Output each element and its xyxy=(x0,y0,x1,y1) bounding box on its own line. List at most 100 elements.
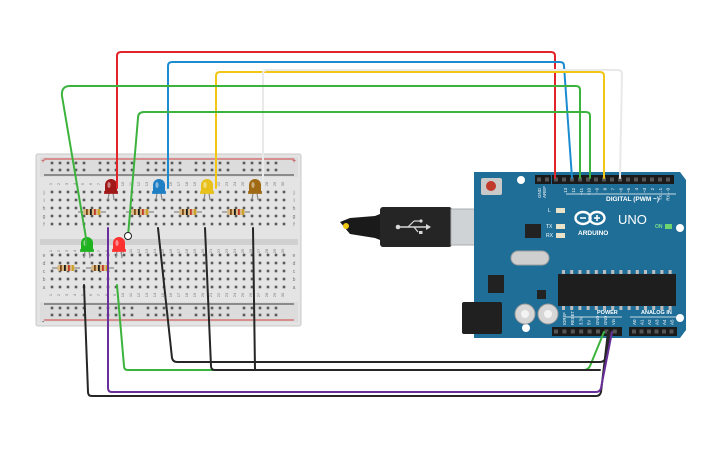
rail-hole[interactable] xyxy=(258,313,262,317)
breadboard-hole[interactable] xyxy=(138,222,142,226)
breadboard-hole[interactable] xyxy=(154,253,158,257)
rail-hole[interactable] xyxy=(226,161,230,165)
breadboard-hole[interactable] xyxy=(234,198,238,202)
breadboard-hole[interactable] xyxy=(170,222,174,226)
breadboard-hole[interactable] xyxy=(162,253,166,257)
breadboard-hole[interactable] xyxy=(66,277,70,281)
breadboard-hole[interactable] xyxy=(274,222,278,226)
breadboard-hole[interactable] xyxy=(58,214,62,218)
breadboard-hole[interactable] xyxy=(114,285,118,289)
rail-hole[interactable] xyxy=(98,313,102,317)
breadboard-hole[interactable] xyxy=(226,269,230,273)
wire-purple-gnd[interactable] xyxy=(107,227,613,393)
rail-hole[interactable] xyxy=(74,313,78,317)
rail-hole[interactable] xyxy=(98,306,102,310)
breadboard-hole[interactable] xyxy=(114,198,118,202)
breadboard-hole[interactable] xyxy=(210,269,214,273)
breadboard-hole[interactable] xyxy=(258,285,262,289)
breadboard-hole[interactable] xyxy=(186,222,190,226)
breadboard-hole[interactable] xyxy=(194,261,198,265)
breadboard-hole[interactable] xyxy=(178,285,182,289)
analog-pin[interactable] xyxy=(669,329,674,334)
breadboard-hole[interactable] xyxy=(282,253,286,257)
breadboard-hole[interactable] xyxy=(130,214,134,218)
breadboard-hole[interactable] xyxy=(90,206,94,210)
led-red-top[interactable] xyxy=(104,179,118,201)
breadboard-hole[interactable] xyxy=(50,190,54,194)
rail-hole[interactable] xyxy=(146,168,150,172)
rail-hole[interactable] xyxy=(242,313,246,317)
breadboard-hole[interactable] xyxy=(138,277,142,281)
rail-hole[interactable] xyxy=(266,306,270,310)
breadboard-hole[interactable] xyxy=(194,285,198,289)
breadboard-hole[interactable] xyxy=(202,285,206,289)
breadboard-hole[interactable] xyxy=(82,214,86,218)
breadboard-hole[interactable] xyxy=(218,214,222,218)
wire-white-pin7[interactable] xyxy=(262,69,623,189)
rail-hole[interactable] xyxy=(66,168,70,172)
breadboard-hole[interactable] xyxy=(106,206,110,210)
breadboard-hole[interactable] xyxy=(66,198,70,202)
breadboard-hole[interactable] xyxy=(194,269,198,273)
rail-hole[interactable] xyxy=(170,168,174,172)
breadboard-hole[interactable] xyxy=(194,222,198,226)
rail-hole[interactable] xyxy=(210,161,214,165)
breadboard-hole[interactable] xyxy=(50,198,54,202)
breadboard-hole[interactable] xyxy=(58,285,62,289)
breadboard-hole[interactable] xyxy=(194,253,198,257)
breadboard-hole[interactable] xyxy=(66,206,70,210)
breadboard-hole[interactable] xyxy=(58,261,62,265)
breadboard-hole[interactable] xyxy=(186,190,190,194)
rail-hole[interactable] xyxy=(242,161,246,165)
rail-hole[interactable] xyxy=(218,306,222,310)
rail-hole[interactable] xyxy=(50,161,54,165)
breadboard-hole[interactable] xyxy=(170,285,174,289)
resistor-6[interactable] xyxy=(86,265,114,271)
digital-pin[interactable] xyxy=(634,177,638,182)
resistors[interactable] xyxy=(52,209,250,271)
breadboard-hole[interactable] xyxy=(170,277,174,281)
breadboard-hole[interactable] xyxy=(242,277,246,281)
breadboard-hole[interactable] xyxy=(266,261,270,265)
breadboard-hole[interactable] xyxy=(50,285,54,289)
led-blue[interactable] xyxy=(152,179,166,201)
breadboard-hole[interactable] xyxy=(170,214,174,218)
breadboard-hole[interactable] xyxy=(218,206,222,210)
rail-hole[interactable] xyxy=(154,161,158,165)
breadboard-hole[interactable] xyxy=(274,285,278,289)
rail-hole[interactable] xyxy=(250,306,254,310)
breadboard-hole[interactable] xyxy=(66,253,70,257)
rail-hole[interactable] xyxy=(162,306,166,310)
breadboard-hole[interactable] xyxy=(266,253,270,257)
breadboard-hole[interactable] xyxy=(282,198,286,202)
breadboard-hole[interactable] xyxy=(250,277,254,281)
breadboard-hole[interactable] xyxy=(122,269,126,273)
rail-hole[interactable] xyxy=(122,306,126,310)
rail-hole[interactable] xyxy=(58,161,62,165)
breadboard-hole[interactable] xyxy=(114,277,118,281)
breadboard-hole[interactable] xyxy=(82,277,86,281)
breadboard-hole[interactable] xyxy=(154,261,158,265)
breadboard-hole[interactable] xyxy=(266,285,270,289)
breadboard-hole[interactable] xyxy=(90,222,94,226)
breadboard-hole[interactable] xyxy=(122,277,126,281)
analog-pin[interactable] xyxy=(662,329,666,334)
wire-green-pin10[interactable] xyxy=(60,85,581,246)
breadboard-hole[interactable] xyxy=(226,261,230,265)
breadboard-hole[interactable] xyxy=(258,277,262,281)
breadboard-hole[interactable] xyxy=(266,277,270,281)
digital-pin[interactable] xyxy=(658,177,662,182)
breadboard-hole[interactable] xyxy=(194,190,198,194)
breadboard-hole[interactable] xyxy=(146,214,150,218)
rail-hole[interactable] xyxy=(154,168,158,172)
breadboard-hole[interactable] xyxy=(74,190,78,194)
breadboard-hole[interactable] xyxy=(98,253,102,257)
rail-hole[interactable] xyxy=(250,168,254,172)
breadboard-hole[interactable] xyxy=(170,198,174,202)
breadboard-hole[interactable] xyxy=(122,253,126,257)
breadboard-hole[interactable] xyxy=(186,253,190,257)
rail-hole[interactable] xyxy=(74,161,78,165)
rail-hole[interactable] xyxy=(58,306,62,310)
rail-hole[interactable] xyxy=(258,306,262,310)
